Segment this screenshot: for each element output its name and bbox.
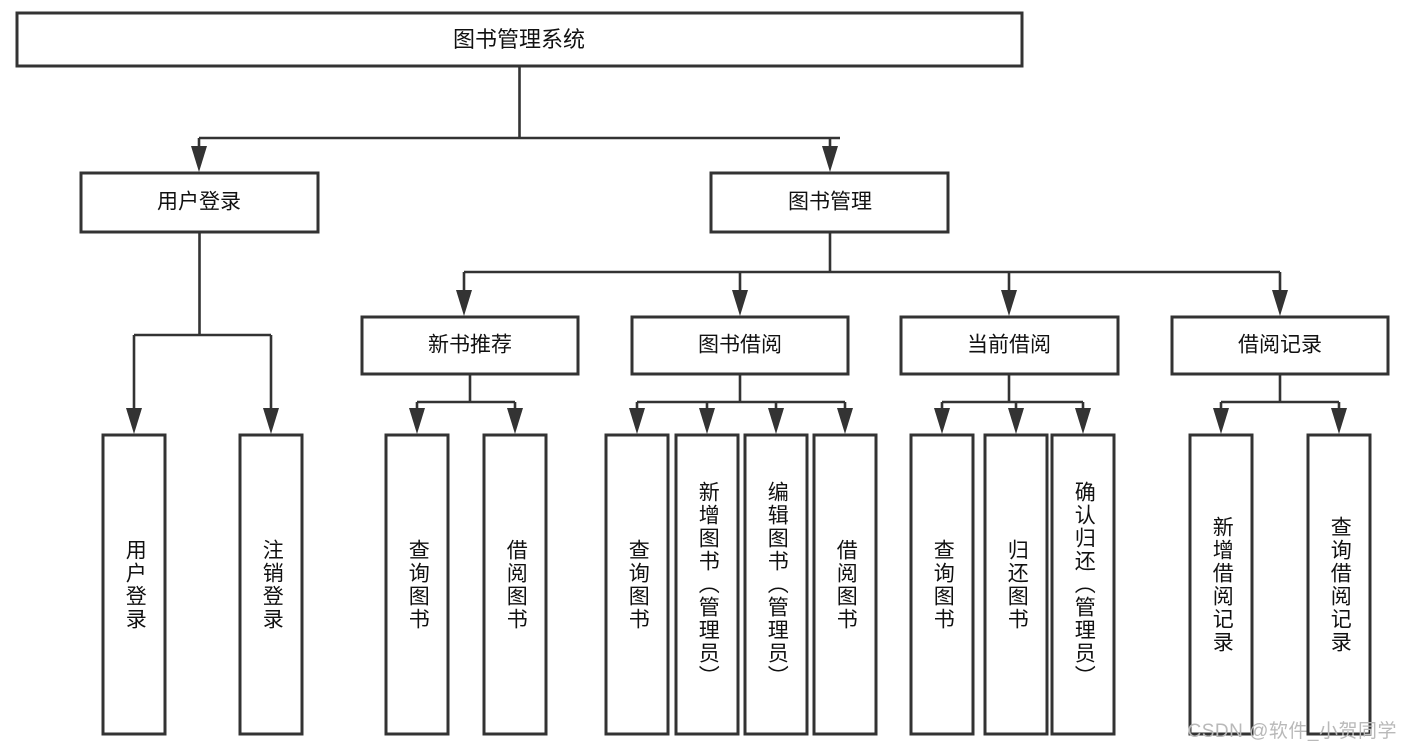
leaf-borrow-book-1[interactable] bbox=[482, 433, 548, 736]
leaf-edit-book[interactable] bbox=[743, 433, 809, 736]
leaf-user-login[interactable] bbox=[101, 433, 167, 736]
node-current-borrow-label: 当前借阅 bbox=[967, 334, 1051, 357]
node-root[interactable]: 图书管理系统 bbox=[15, 11, 1024, 68]
leaf-box-group bbox=[101, 433, 1372, 736]
leaf-confirm-return[interactable] bbox=[1050, 433, 1116, 736]
connector-bookborrow-to-leaves bbox=[629, 374, 853, 434]
connector-userlogin-to-leaves bbox=[126, 232, 279, 434]
node-book-borrow-label: 图书借阅 bbox=[698, 334, 782, 357]
node-new-book-recommend-label: 新书推荐 bbox=[428, 334, 512, 357]
leaf-query-book-3[interactable] bbox=[909, 433, 975, 736]
node-book-manage[interactable]: 图书管理 bbox=[709, 171, 950, 234]
watermark-text: CSDN @软件_小贺同学 bbox=[1187, 721, 1397, 742]
leaf-query-book-1[interactable] bbox=[384, 433, 450, 736]
leaf-borrow-book-2[interactable] bbox=[812, 433, 878, 736]
node-book-borrow[interactable]: 图书借阅 bbox=[630, 315, 850, 376]
leaf-logout-login[interactable] bbox=[238, 433, 304, 736]
node-current-borrow[interactable]: 当前借阅 bbox=[899, 315, 1120, 376]
node-new-book-recommend[interactable]: 新书推荐 bbox=[360, 315, 580, 376]
node-borrow-record[interactable]: 借阅记录 bbox=[1170, 315, 1390, 376]
connector-bookmanage-to-level3 bbox=[456, 232, 1288, 316]
leaf-query-book-2[interactable] bbox=[604, 433, 670, 736]
node-borrow-record-label: 借阅记录 bbox=[1238, 334, 1322, 357]
connector-newbook-to-leaves bbox=[409, 374, 523, 434]
leaf-add-book[interactable] bbox=[674, 433, 740, 736]
leaf-add-record[interactable] bbox=[1188, 433, 1254, 736]
connector-borrowrecord-to-leaves bbox=[1213, 374, 1347, 434]
leaf-return-book[interactable] bbox=[983, 433, 1049, 736]
connector-root-to-level2 bbox=[191, 66, 840, 172]
leaf-query-record[interactable] bbox=[1306, 433, 1372, 736]
node-user-login[interactable]: 用户登录 bbox=[79, 171, 320, 234]
connector-currentborrow-to-leaves bbox=[934, 374, 1091, 434]
node-book-manage-label: 图书管理 bbox=[788, 191, 872, 214]
node-user-login-label: 用户登录 bbox=[157, 191, 241, 214]
node-root-label: 图书管理系统 bbox=[453, 27, 585, 52]
